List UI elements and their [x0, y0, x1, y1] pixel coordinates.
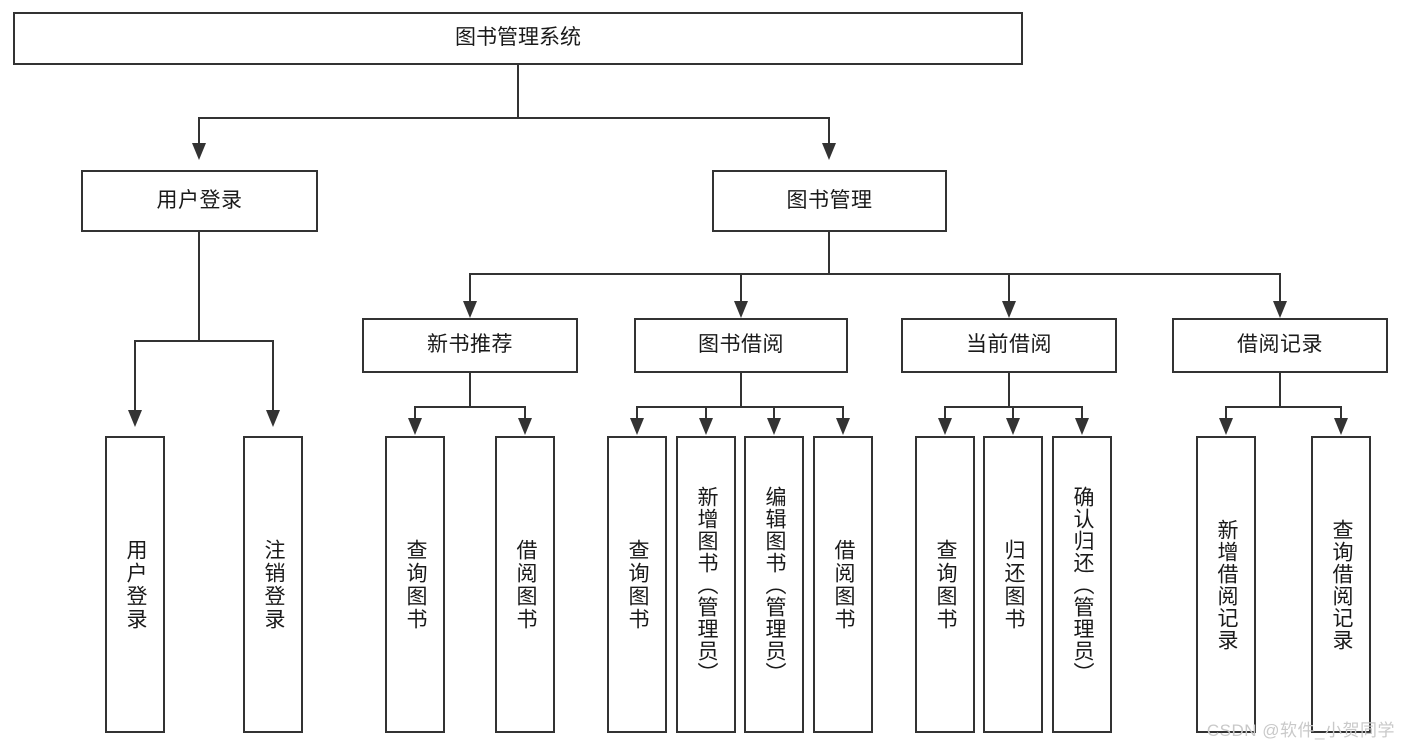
node-label: 用户登录	[156, 188, 243, 212]
connector-new-book-to-leaf-1	[414, 406, 416, 420]
connector-book-management-bus	[469, 273, 1281, 275]
leaf-label: 新增图书（管理员）	[695, 485, 719, 684]
arrowhead-br-to-leaf-1	[1219, 418, 1233, 435]
connector-br-to-leaf-1	[1225, 406, 1227, 420]
arrowhead-user-login-to-leaf-1	[128, 410, 142, 427]
leaf-label: 查询图书	[404, 538, 428, 631]
leaf-label: 新增借阅记录	[1215, 518, 1239, 651]
leaf-query-borrow-record[interactable]: 查询借阅记录	[1311, 436, 1371, 733]
leaf-label: 借阅图书	[514, 538, 538, 631]
leaf-confirm-return-admin[interactable]: 确认归还（管理员）	[1052, 436, 1112, 733]
leaf-return-book[interactable]: 归还图书	[983, 436, 1043, 733]
leaf-label: 用户登录	[124, 538, 148, 631]
connector-book-borrow-bus	[636, 406, 844, 408]
leaf-query-book-recommend[interactable]: 查询图书	[385, 436, 445, 733]
leaf-query-book-borrow[interactable]: 查询图书	[607, 436, 667, 733]
leaf-add-book-admin[interactable]: 新增图书（管理员）	[676, 436, 736, 733]
connector-root-to-book-management	[828, 117, 830, 145]
connector-bm-to-borrow-record	[1279, 273, 1281, 303]
connector-user-login-to-leaf-1	[134, 340, 136, 412]
csdn-watermark: CSDN @软件_小贺同学	[1206, 721, 1395, 740]
arrowhead-bm-to-borrow-record	[1273, 301, 1287, 318]
arrowhead-cb-to-leaf-1	[938, 418, 952, 435]
arrowhead-cb-to-leaf-2	[1006, 418, 1020, 435]
node-book-borrow[interactable]: 图书借阅	[634, 318, 848, 373]
node-user-login[interactable]: 用户登录	[81, 170, 318, 232]
node-label: 图书管理系统	[455, 26, 581, 50]
node-label: 图书管理	[786, 188, 873, 212]
connector-bb-to-leaf-1	[636, 406, 638, 420]
leaf-query-book-current[interactable]: 查询图书	[915, 436, 975, 733]
leaf-label: 归还图书	[1002, 538, 1026, 631]
connector-bb-to-leaf-3	[773, 406, 775, 420]
leaf-borrow-book-recommend[interactable]: 借阅图书	[495, 436, 555, 733]
connector-new-book-to-leaf-2	[524, 406, 526, 420]
arrowhead-new-book-to-leaf-2	[518, 418, 532, 435]
arrowhead-bm-to-current-borrow	[1002, 301, 1016, 318]
connector-root-stem	[517, 65, 519, 117]
connector-bb-to-leaf-4	[842, 406, 844, 420]
connector-book-management-stem	[828, 232, 830, 274]
connector-bm-to-book-borrow	[740, 273, 742, 303]
node-book-management-system[interactable]: 图书管理系统	[13, 12, 1023, 65]
connector-root-bus	[198, 117, 830, 119]
node-label: 图书借阅	[698, 333, 784, 357]
arrowhead-bb-to-leaf-4	[836, 418, 850, 435]
connector-br-to-leaf-2	[1340, 406, 1342, 420]
connector-user-login-stem	[198, 232, 200, 342]
connector-bm-to-current-borrow	[1008, 273, 1010, 303]
node-current-borrow[interactable]: 当前借阅	[901, 318, 1117, 373]
arrowhead-br-to-leaf-2	[1334, 418, 1348, 435]
connector-borrow-record-bus	[1225, 406, 1341, 408]
connector-cb-to-leaf-1	[944, 406, 946, 420]
leaf-label: 确认归还（管理员）	[1071, 485, 1095, 684]
connector-user-login-to-leaf-2	[272, 340, 274, 412]
connector-borrow-record-stem	[1279, 373, 1281, 408]
leaf-label: 编辑图书（管理员）	[763, 485, 787, 684]
arrowhead-bb-to-leaf-1	[630, 418, 644, 435]
node-label: 当前借阅	[966, 333, 1052, 357]
node-label: 借阅记录	[1237, 333, 1323, 357]
leaf-borrow-book[interactable]: 借阅图书	[813, 436, 873, 733]
connector-user-login-bus	[134, 340, 272, 342]
leaf-label: 查询借阅记录	[1330, 518, 1354, 651]
leaf-edit-book-admin[interactable]: 编辑图书（管理员）	[744, 436, 804, 733]
leaf-label: 查询图书	[626, 538, 650, 631]
leaf-label: 借阅图书	[832, 538, 856, 631]
leaf-label: 注销登录	[262, 538, 286, 631]
connector-new-book-stem	[469, 373, 471, 408]
node-book-management[interactable]: 图书管理	[712, 170, 947, 232]
node-borrow-record[interactable]: 借阅记录	[1172, 318, 1388, 373]
leaf-logout[interactable]: 注销登录	[243, 436, 303, 733]
arrowhead-bb-to-leaf-3	[767, 418, 781, 435]
connector-root-to-user-login	[198, 117, 200, 145]
connector-current-borrow-stem	[1008, 373, 1010, 408]
node-label: 新书推荐	[427, 333, 513, 357]
arrowhead-bm-to-book-borrow	[734, 301, 748, 318]
leaf-user-login[interactable]: 用户登录	[105, 436, 165, 733]
node-new-book-recommend[interactable]: 新书推荐	[362, 318, 578, 373]
arrowhead-bb-to-leaf-2	[699, 418, 713, 435]
connector-new-book-bus	[414, 406, 526, 408]
connector-book-borrow-stem	[740, 373, 742, 408]
connector-cb-to-leaf-3	[1081, 406, 1083, 420]
leaf-add-borrow-record[interactable]: 新增借阅记录	[1196, 436, 1256, 733]
leaf-label: 查询图书	[934, 538, 958, 631]
connector-bb-to-leaf-2	[705, 406, 707, 420]
arrowhead-new-book-to-leaf-1	[408, 418, 422, 435]
arrowhead-user-login-to-leaf-2	[266, 410, 280, 427]
arrowhead-bm-to-new-book	[463, 301, 477, 318]
arrowhead-cb-to-leaf-3	[1075, 418, 1089, 435]
arrowhead-root-to-user-login	[192, 143, 206, 160]
arrowhead-root-to-book-management	[822, 143, 836, 160]
connector-bm-to-new-book	[469, 273, 471, 303]
connector-cb-to-leaf-2	[1012, 406, 1014, 420]
